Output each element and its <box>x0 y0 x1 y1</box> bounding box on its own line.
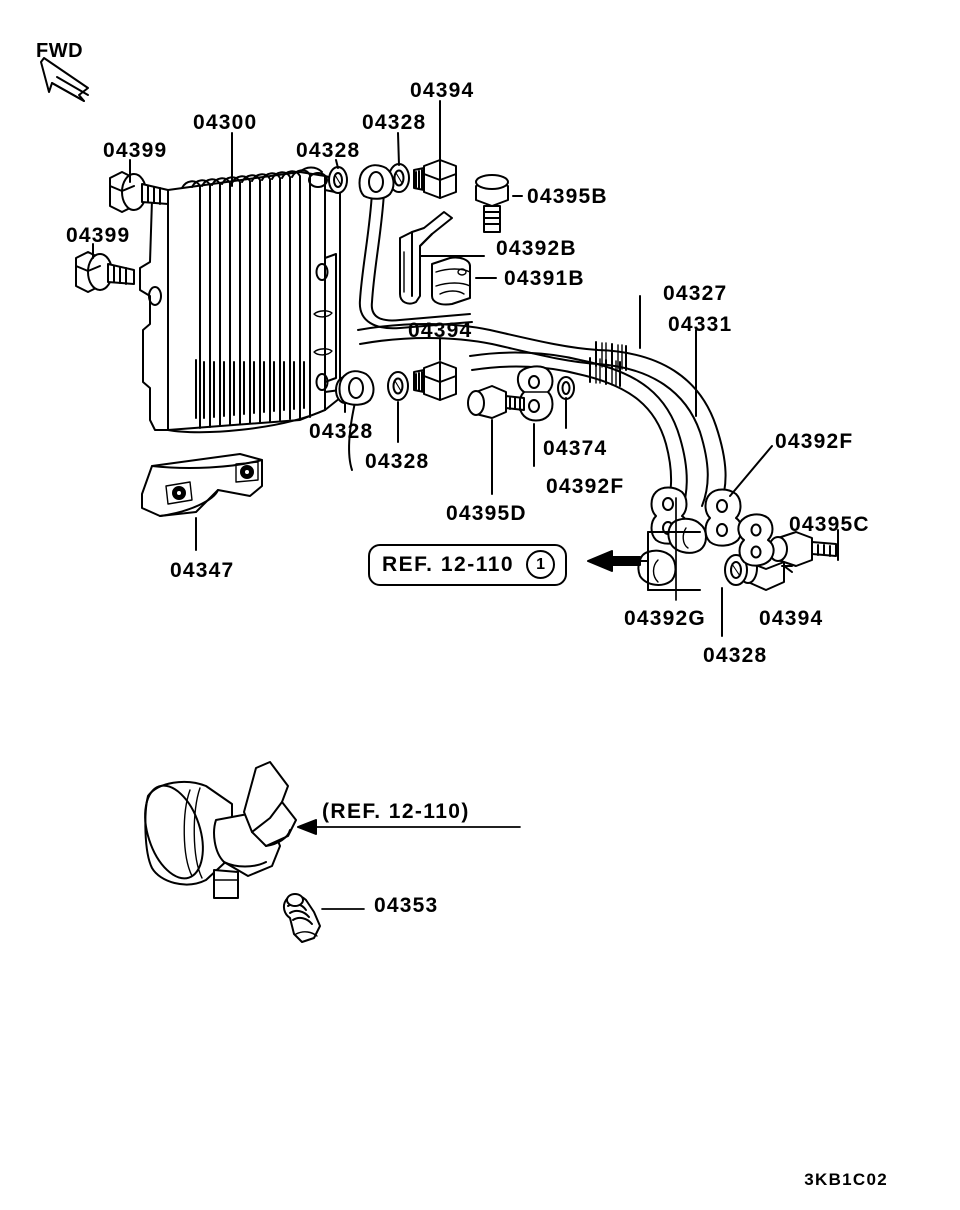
part-label-04395B: 04395B <box>527 185 608 208</box>
part-label-04392F-right: 04392F <box>775 430 854 453</box>
part-label-04300: 04300 <box>193 111 258 134</box>
part-label-04374: 04374 <box>543 437 608 460</box>
clamp-04392B <box>400 212 452 304</box>
gasket-04328-a <box>329 167 347 193</box>
part-label-04353: 04353 <box>374 894 439 917</box>
ref-callout-arrow <box>588 498 700 600</box>
part-label-04399-lower: 04399 <box>66 224 131 247</box>
leader-lines <box>93 101 838 636</box>
part-label-04395D: 04395D <box>446 502 527 525</box>
part-label-04392G: 04392G <box>624 607 706 630</box>
part-label-04328-a: 04328 <box>296 139 361 162</box>
part-label-04327: 04327 <box>663 282 728 305</box>
oil-cooler-body <box>140 168 340 433</box>
hose-assembly <box>358 324 726 516</box>
clip-04374 <box>518 366 553 420</box>
part-label-04391B: 04391B <box>504 267 585 290</box>
bolt-04395B <box>476 175 508 232</box>
ferrule-lower <box>590 358 620 386</box>
ref-box-circle-number: 1 <box>526 550 556 579</box>
part-label-04394-bottom: 04394 <box>759 607 824 630</box>
hose-end-fitting-b <box>638 551 675 585</box>
tube-upper <box>360 165 473 328</box>
sensor-plug-04353 <box>284 894 320 942</box>
ref-paren-12-110: (REF. 12-110) <box>322 800 470 823</box>
washer-small-04374 <box>558 377 574 399</box>
part-label-04328-c: 04328 <box>309 420 374 443</box>
part-label-04328-e: 04328 <box>703 644 768 667</box>
eye-bolt-04394-top <box>414 160 456 198</box>
part-label-04347: 04347 <box>170 559 235 582</box>
part-label-04392F-mid: 04392F <box>546 475 625 498</box>
part-label-04394-mid: 04394 <box>408 319 473 342</box>
bolt-04395D <box>468 386 524 418</box>
bolt-04395C <box>769 532 836 566</box>
insulator-04391B <box>432 257 470 304</box>
gasket-04328-e <box>725 555 747 585</box>
hose-end-fitting-a <box>668 519 706 553</box>
gasket-04328-d <box>388 372 408 400</box>
fwd-arrow-icon <box>41 58 88 101</box>
part-label-04328-d: 04328 <box>365 450 430 473</box>
eye-bolt-04394-mid <box>414 362 456 400</box>
clamp-04392F-right <box>706 490 742 546</box>
part-label-04392B: 04392B <box>496 237 577 260</box>
part-label-04328-b: 04328 <box>362 111 427 134</box>
part-label-04395C: 04395C <box>789 513 870 536</box>
ref-box-12-110[interactable]: REF. 12-110 1 <box>368 544 568 586</box>
ref-box-text: REF. 12-110 <box>382 552 515 576</box>
bolt-04399-upper <box>110 172 168 212</box>
lower-ref-arrow <box>298 820 520 834</box>
oil-filter-housing <box>134 762 296 898</box>
part-label-04399-upper: 04399 <box>103 139 168 162</box>
drawing-code: 3KB1C02 <box>804 1170 888 1189</box>
bolt-04399-lower <box>76 252 134 292</box>
bracket-04347 <box>142 454 262 516</box>
fwd-label: FWD <box>36 40 84 62</box>
part-label-04331: 04331 <box>668 313 733 336</box>
part-label-04394-top: 04394 <box>410 79 475 102</box>
clamp-04392F-near-C <box>738 514 773 565</box>
tube-lower <box>340 371 374 470</box>
